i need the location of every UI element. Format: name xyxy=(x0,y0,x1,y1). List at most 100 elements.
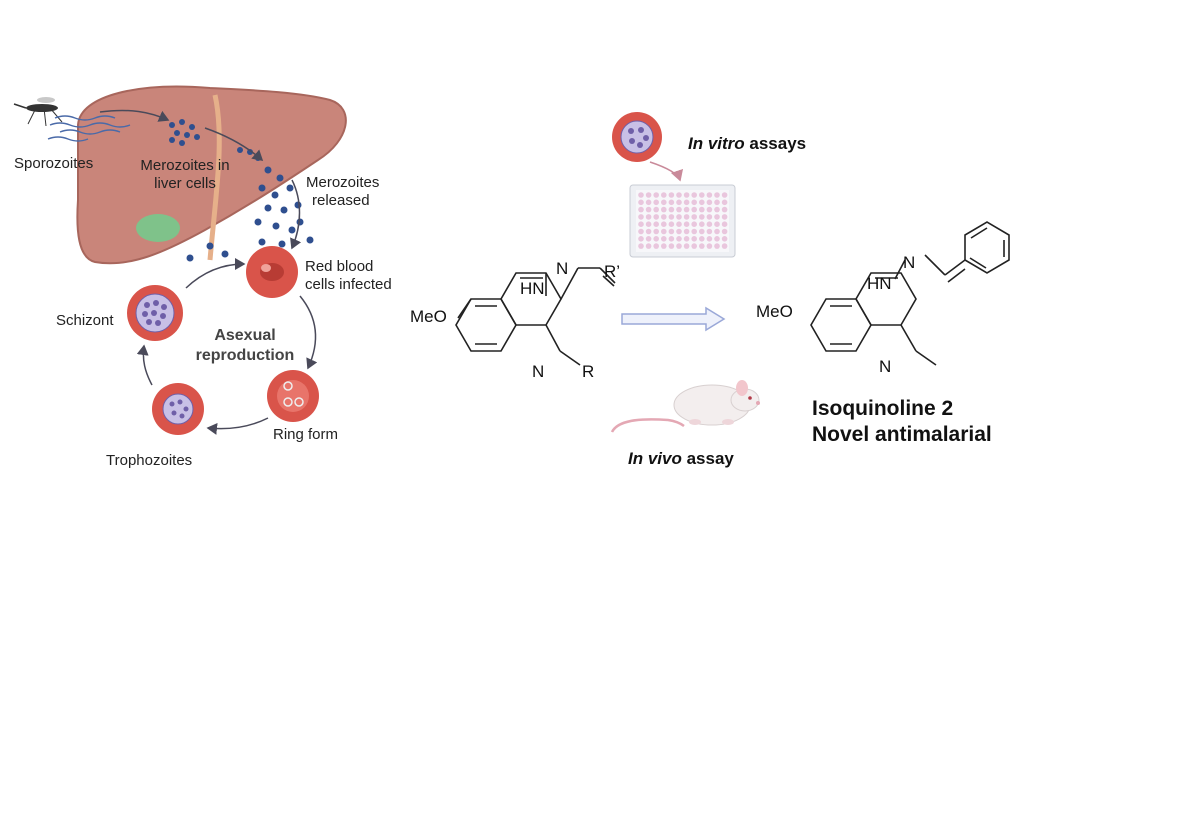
plate-well xyxy=(714,206,720,213)
label-merozoites-released-line1: Merozoites xyxy=(306,174,380,191)
plate-well xyxy=(699,192,705,198)
plate-well xyxy=(653,221,659,227)
plate-well xyxy=(653,192,659,198)
mosquito-icon xyxy=(13,97,63,127)
label-in-vitro-italic: In vitro xyxy=(688,134,745,153)
ring-form-cell xyxy=(267,370,319,422)
plate-well xyxy=(721,243,728,249)
label-schizont: Schizont xyxy=(56,312,114,329)
plate-well xyxy=(691,236,697,242)
plate-well xyxy=(714,192,720,198)
label-sporozoites: Sporozoites xyxy=(14,155,94,172)
plate-well xyxy=(645,214,652,220)
plate-well xyxy=(699,206,705,213)
plate-well xyxy=(653,236,659,242)
label-merozoites-liver-line2: liver cells xyxy=(154,175,216,192)
plate-well xyxy=(691,243,697,249)
plate-well xyxy=(683,228,690,235)
sporozoite-squiggles xyxy=(47,115,131,142)
label-merozoites-liver: Merozoites in liver cells xyxy=(130,157,240,193)
plate-well xyxy=(638,243,644,249)
plate-well xyxy=(721,228,728,235)
plate-well xyxy=(645,236,652,242)
plate-well xyxy=(691,192,697,198)
plate-well xyxy=(699,236,705,242)
plate-well xyxy=(683,236,690,242)
scaffold-n-hydrazone-label: N xyxy=(556,259,569,278)
plate-well xyxy=(668,214,675,220)
plate-well xyxy=(645,199,652,206)
plate-well xyxy=(683,192,690,198)
well-plate-icon xyxy=(629,184,736,258)
plate-well xyxy=(668,228,675,235)
liver-illustration xyxy=(76,85,347,265)
quinoline-scaffold-structure xyxy=(455,267,616,366)
product-meo-label: MeO xyxy=(756,302,793,321)
label-ring-form: Ring form xyxy=(273,426,339,443)
label-red-blood-line2: cells infected xyxy=(305,276,392,293)
plate-well xyxy=(699,228,705,235)
plate-well xyxy=(638,192,644,198)
plate-well xyxy=(714,199,720,206)
plate-well xyxy=(661,192,667,198)
plate-well xyxy=(676,221,682,227)
plate-well xyxy=(676,214,682,220)
label-merozoites-released-line2: released xyxy=(312,192,370,209)
plate-well xyxy=(706,236,713,242)
plate-well xyxy=(706,214,713,220)
plate-well xyxy=(706,243,713,249)
plate-well xyxy=(721,214,728,220)
plate-well xyxy=(645,228,652,235)
plate-well xyxy=(676,206,682,213)
plate-well xyxy=(668,206,675,213)
plate-well xyxy=(645,192,652,198)
plate-well xyxy=(676,243,682,249)
plate-well xyxy=(691,206,697,213)
plate-well xyxy=(721,206,728,213)
plate-well xyxy=(706,192,713,198)
isoquinoline-2-structure xyxy=(810,221,1010,366)
plate-well xyxy=(683,206,690,213)
plate-well xyxy=(721,192,728,198)
label-in-vivo-italic: In vivo xyxy=(628,449,682,468)
plate-well xyxy=(653,243,659,249)
plate-well xyxy=(691,214,697,220)
plate-well xyxy=(714,228,720,235)
red-blood-cell-infected xyxy=(246,246,298,298)
released-merozoites xyxy=(186,166,314,262)
plate-well xyxy=(638,228,644,235)
product-n-ring-label: N xyxy=(879,357,892,376)
mouse-icon xyxy=(610,380,760,433)
plate-well xyxy=(668,221,675,227)
product-title-line1: Isoquinoline 2 xyxy=(812,397,954,420)
plate-well xyxy=(661,199,667,206)
label-asexual-line1: Asexual xyxy=(214,327,276,344)
label-in-vitro-rest: assays xyxy=(744,134,807,153)
plate-well xyxy=(645,221,652,227)
plate-well xyxy=(661,206,667,213)
plate-well xyxy=(638,221,644,227)
synthesis-arrow xyxy=(621,306,726,332)
plate-well xyxy=(691,221,697,227)
plate-well xyxy=(706,228,713,235)
schizont-cell xyxy=(127,285,183,341)
plate-well xyxy=(676,199,682,206)
product-hn-label: HN xyxy=(867,274,892,293)
plate-well xyxy=(683,243,690,249)
plate-well xyxy=(683,199,690,206)
plate-well xyxy=(699,221,705,227)
plate-well xyxy=(714,243,720,249)
plate-well xyxy=(645,243,652,249)
label-in-vivo-rest: assay xyxy=(681,449,734,468)
plate-well xyxy=(676,228,682,235)
trophozoite-cell xyxy=(152,383,204,435)
plate-well xyxy=(653,199,659,206)
label-red-blood-line1: Red blood xyxy=(305,258,374,275)
plate-well xyxy=(661,214,667,220)
plate-well xyxy=(668,192,675,198)
in-vitro-cell-icon xyxy=(612,112,662,162)
plate-well xyxy=(706,199,713,206)
label-red-blood-cells-infected: Red blood cells infected xyxy=(305,258,392,294)
plate-well xyxy=(653,228,659,235)
